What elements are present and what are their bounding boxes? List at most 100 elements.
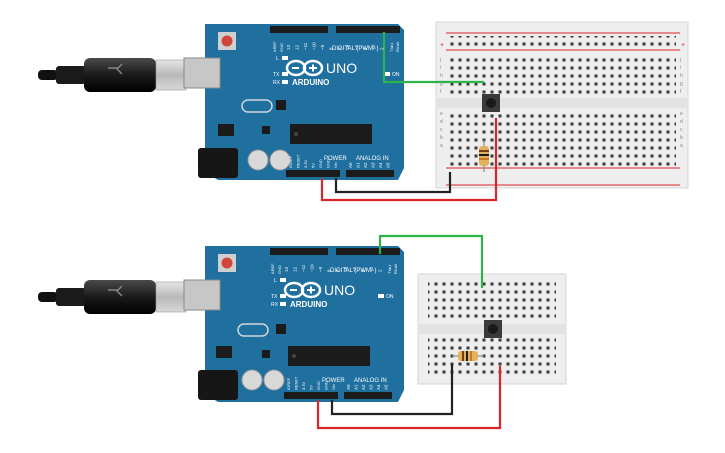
pin-label-digital: ~9 [320, 44, 325, 50]
pin-label-digital: 12 [293, 266, 298, 272]
pin-label-digital: 4 [363, 47, 368, 50]
resistor-top [479, 140, 489, 172]
breadboard-full: + + [435, 21, 689, 189]
reset-button-top[interactable] [221, 35, 233, 47]
pin-label-digital: 13 [284, 266, 289, 272]
pin-label-tx1: TX▸1 [387, 264, 392, 274]
arduino-logo-icon [285, 59, 324, 77]
digital-header-left [270, 248, 328, 255]
pin-label-analog: A3 [371, 162, 376, 168]
led-l [280, 278, 286, 282]
pin-label-analog: A5 [384, 384, 389, 390]
digital-label: DIGITAL (PWM~) [332, 46, 379, 52]
pin-label-aref: AREF [270, 263, 275, 274]
pushbutton-bottom[interactable] [484, 320, 502, 338]
led-tx [280, 294, 286, 298]
pin-label-power: GND [316, 381, 321, 390]
pin-label-analog: A2 [363, 162, 368, 168]
row-letter-right: j [679, 57, 681, 63]
usb-cable-bottom [38, 280, 187, 314]
digital-header-left [270, 26, 328, 33]
pin-label-rx0: RX◂0 [395, 41, 400, 52]
usb-icon [108, 285, 123, 297]
pin-label-power: Vin [333, 162, 338, 168]
pin-label-digital: 8 [327, 269, 332, 272]
wire-red-top[interactable] [320, 118, 498, 202]
arduino-board-bottom: ARDUINO UNO L TX RX ON DIGITAL (PWM~) PO… [183, 246, 404, 402]
wire-green-top[interactable] [382, 32, 484, 84]
pin-label-power: 5V [311, 163, 316, 168]
pushbutton-top[interactable] [482, 94, 500, 112]
pin-label-digital: 7 [335, 269, 340, 272]
analog-header [346, 170, 394, 177]
row-letter-right: d [680, 119, 683, 125]
analog-label: ANALOG IN [354, 378, 387, 384]
pin-label-power: IOREF [286, 377, 291, 390]
row-letter-right: g [680, 81, 683, 87]
pin-label-power: GND [326, 159, 331, 168]
led-tx-label: TX [271, 294, 278, 300]
pin-label-digital: ~10 [312, 42, 317, 50]
pin-label-digital: 2 [378, 269, 383, 272]
pin-label-analog: A5 [386, 162, 391, 168]
pin-label-power: GND [324, 381, 329, 390]
led-tx-label: TX [273, 72, 280, 78]
pin-label-power: Vin [331, 384, 336, 390]
row-letter-right: h [680, 73, 683, 79]
pin-label-analog: A3 [369, 384, 374, 390]
pin-label-digital: 4 [361, 269, 366, 272]
pin-label-digital: ~11 [301, 264, 306, 272]
pin-label-power: 5V [309, 385, 314, 390]
led-l-label: L [276, 56, 279, 62]
row-letter-right: b [680, 135, 683, 141]
pin-label-digital: 2 [380, 47, 385, 50]
pin-label-analog: A1 [354, 384, 359, 390]
pin-label-power: RESET [294, 376, 299, 390]
microcontroller-chip [288, 346, 370, 366]
wire-black-bottom[interactable] [330, 364, 454, 416]
row-letter-left: h [440, 73, 443, 79]
led-rx [282, 80, 288, 84]
pin-label-analog: A2 [361, 384, 366, 390]
pin-label-digital: ~9 [318, 266, 323, 272]
row-letter-right: a [680, 143, 683, 149]
microcontroller-chip [290, 124, 372, 144]
row-letter-left: j [439, 57, 441, 63]
pin-label-gnd: GND [279, 43, 284, 52]
wire-black-top[interactable] [334, 172, 452, 194]
board-model: UNO [326, 60, 357, 76]
pin-label-digital: ~6 [344, 266, 349, 272]
pin-label-digital: ~3 [371, 44, 376, 50]
led-on-label: ON [392, 72, 400, 78]
pin-label-analog: A0 [346, 384, 351, 390]
led-on [384, 72, 390, 76]
wire-red-bottom[interactable] [316, 366, 502, 430]
bottom-circuit: ARDUINO UNO L TX RX ON DIGITAL (PWM~) PO… [38, 234, 567, 430]
led-rx-label: RX [271, 302, 279, 308]
digital-header-right [336, 26, 400, 33]
pin-label-digital: 12 [295, 44, 300, 50]
pin-label-digital: 13 [286, 44, 291, 50]
pin-label-power: IOREF [288, 155, 293, 168]
led-l-label: L [274, 278, 277, 284]
pin-label-analog: A0 [348, 162, 353, 168]
arduino-logo-icon [283, 281, 322, 299]
resistor-bottom [452, 351, 484, 361]
board-brand: ARDUINO [292, 78, 329, 87]
board-brand: ARDUINO [290, 300, 327, 309]
led-rx [280, 302, 286, 306]
power-header [284, 392, 338, 399]
pin-label-digital: ~11 [303, 42, 308, 50]
pin-label-gnd: GND [277, 265, 282, 274]
digital-header-right [336, 248, 400, 255]
arduino-board-top: ARDUINO UNO L TX RX ON DIGITAL (PWM~) PO… [183, 24, 404, 180]
reset-button-bottom[interactable] [221, 257, 233, 269]
wire-green-bottom[interactable] [378, 234, 484, 288]
pin-label-power: 3.3V [303, 159, 308, 168]
rail-plus-sign: + [440, 42, 444, 49]
usb-cable-top [38, 58, 187, 92]
led-l [282, 56, 288, 60]
